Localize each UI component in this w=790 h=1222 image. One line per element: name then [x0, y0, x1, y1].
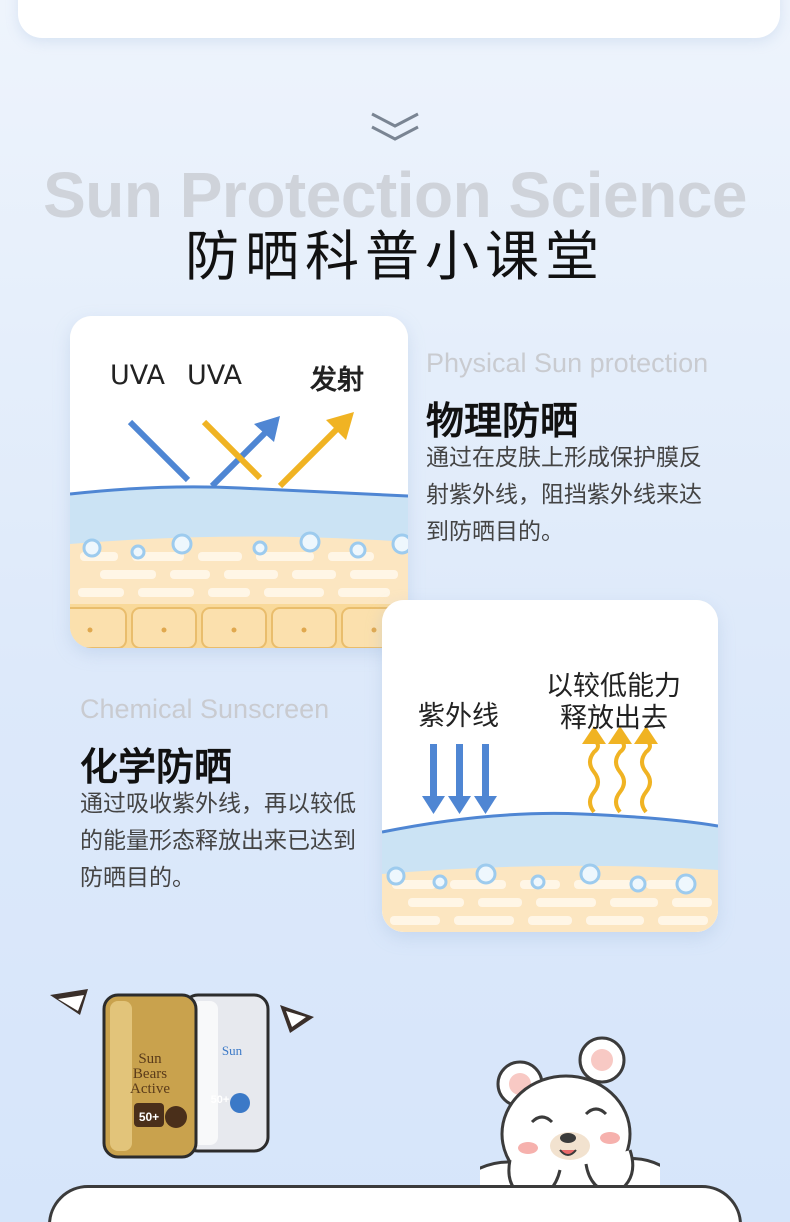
- chemical-en-title: Chemical Sunscreen: [80, 694, 330, 724]
- physical-en-title: Physical Sun protection: [426, 348, 709, 378]
- release-label-line1: 以较低能力: [546, 671, 681, 702]
- uva-label-2: UVA: [187, 360, 242, 391]
- svg-text:Sun: Sun: [222, 1043, 243, 1058]
- brand-line1: Sun: [138, 1051, 162, 1067]
- uv-label: 紫外线: [418, 701, 499, 732]
- physical-cn-title: 物理防晒: [426, 399, 579, 443]
- reflect-label: 发射: [310, 365, 364, 396]
- section-bg-title: Sun Protection Science: [43, 159, 747, 231]
- section-title: 防晒科普小课堂: [185, 225, 605, 288]
- spf-gold: 50+: [139, 1110, 159, 1124]
- spf-silver: 50+: [211, 1094, 230, 1106]
- release-label-line2: 释放出去: [560, 703, 668, 734]
- physical-illustration-card: UVA UVA 发射: [70, 316, 408, 648]
- chemical-illustration: [382, 600, 718, 932]
- top-card: [18, 0, 780, 38]
- physical-description: 通过在皮肤上形成保护膜反射紫外线，阻挡紫外线来达到防晒目的。: [426, 445, 702, 545]
- physical-illustration: [70, 316, 408, 648]
- chemical-illustration-card: 紫外线 以较低能力 释放出去: [382, 600, 718, 932]
- chemical-description: 通过吸收紫外线，再以较低的能量形态释放出来已达到防晒目的。: [80, 791, 356, 891]
- chemical-cn-title: 化学防晒: [80, 745, 233, 789]
- product-bottles-image: Sun Bears Active 50+ 50+ Sun: [50, 989, 314, 1159]
- bottom-card: [48, 1185, 742, 1222]
- brand-line3: Active: [130, 1081, 170, 1097]
- chevron-down-icon: [371, 112, 419, 141]
- uva-label-1: UVA: [110, 360, 165, 391]
- brand-line2: Bears: [133, 1066, 167, 1082]
